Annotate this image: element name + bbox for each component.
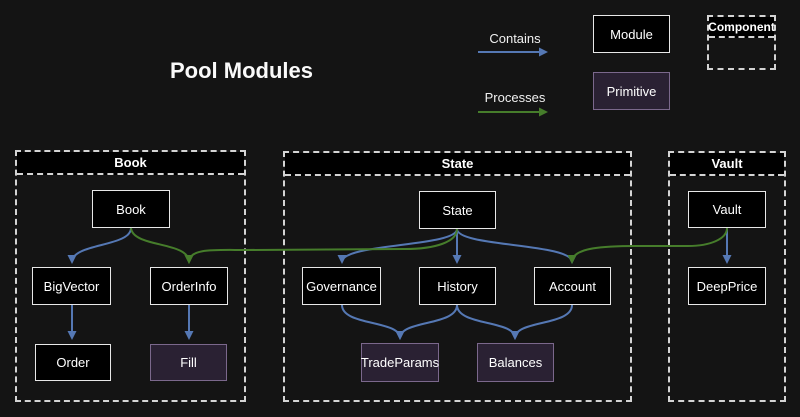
legend-primitive-label: Primitive xyxy=(606,83,657,99)
node-governance: Governance xyxy=(302,267,381,305)
node-vault: Vault xyxy=(688,191,766,228)
page-title: Pool Modules xyxy=(170,58,313,83)
legend-component-swatch: Component xyxy=(707,15,776,70)
node-book: Book xyxy=(92,190,170,228)
node-balances: Balances xyxy=(477,343,554,382)
group-book-title: Book xyxy=(17,152,244,175)
group-state-title: State xyxy=(285,153,630,176)
group-vault-title: Vault xyxy=(670,153,784,176)
node-order: Order xyxy=(35,344,111,381)
group-book: Book xyxy=(15,150,246,402)
node-account: Account xyxy=(534,267,611,305)
node-history: History xyxy=(419,267,496,305)
legend-primitive-swatch: Primitive xyxy=(593,72,670,110)
legend-module-swatch: Module xyxy=(593,15,670,53)
legend-processes-label: Processes xyxy=(484,90,546,105)
node-deepprice: DeepPrice xyxy=(688,267,766,305)
legend-component-label: Component xyxy=(708,17,775,38)
group-state: State xyxy=(283,151,632,402)
node-tradeparams: TradeParams xyxy=(361,343,439,382)
legend-module-label: Module xyxy=(610,26,653,42)
node-orderinfo: OrderInfo xyxy=(150,267,228,305)
node-fill: Fill xyxy=(150,344,227,381)
group-vault: Vault xyxy=(668,151,786,402)
legend-contains-label: Contains xyxy=(489,31,541,46)
node-bigvector: BigVector xyxy=(32,267,111,305)
node-state: State xyxy=(419,191,496,229)
